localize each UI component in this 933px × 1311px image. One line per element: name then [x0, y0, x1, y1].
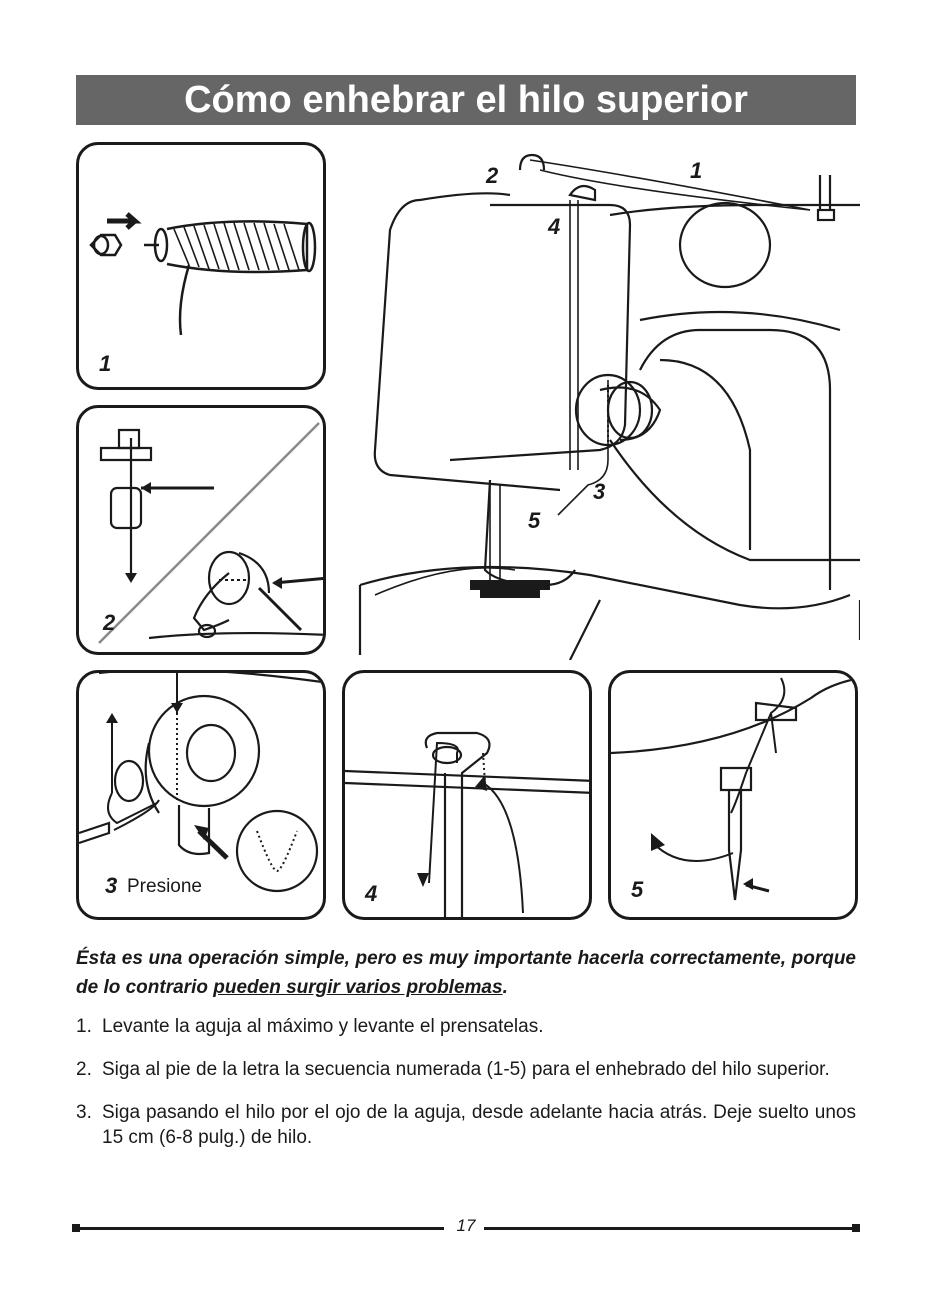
- panel-number: 2: [103, 610, 116, 635]
- step-number: 2.: [76, 1059, 92, 1080]
- panel-tension-disc: 3 Presione: [76, 670, 326, 920]
- list-item: 3. Siga pasando el hilo por el ojo de la…: [76, 1100, 856, 1150]
- page-number: 17: [456, 1216, 476, 1235]
- panel-number: 1: [99, 351, 112, 376]
- take-up-lever-illustration: [345, 731, 589, 917]
- machine-step-number: 3: [593, 479, 606, 504]
- step-text: Siga pasando el hilo por el ojo de la ag…: [102, 1102, 856, 1148]
- sewing-machine-illustration: [358, 153, 860, 660]
- panel-spool: 1: [76, 142, 326, 390]
- step-text: Levante la aguja al máximo y levante el …: [102, 1016, 544, 1037]
- tension-disc-illustration: [79, 673, 323, 893]
- machine-step-number: 5: [528, 508, 541, 533]
- machine-step-number: 2: [486, 163, 499, 188]
- list-item: 2. Siga al pie de la letra la secuencia …: [76, 1057, 856, 1082]
- footer-rule: [484, 1227, 854, 1230]
- intro-text: Ésta es una operación simple, pero es mu…: [76, 948, 856, 998]
- page-title: Cómo enhebrar el hilo superior: [76, 75, 856, 125]
- machine-step-number: 4: [548, 214, 561, 239]
- footer-rule: [78, 1227, 444, 1230]
- instruction-list: 1. Levante la aguja al máximo y levante …: [76, 1014, 856, 1168]
- intro-paragraph: Ésta es una operación simple, pero es mu…: [76, 944, 856, 1002]
- panel-number: 5: [631, 877, 644, 902]
- panel-needle: 5: [608, 670, 858, 920]
- list-item: 1. Levante la aguja al máximo y levante …: [76, 1014, 856, 1039]
- page-footer: 17: [72, 1216, 860, 1236]
- needle-illustration: [611, 677, 855, 901]
- intro-underlined: pueden surgir varios problemas: [213, 977, 503, 998]
- machine-step-number: 1: [690, 158, 703, 183]
- press-label: Presione: [127, 876, 202, 897]
- panel-number: 4: [365, 881, 378, 906]
- footer-dot: [72, 1224, 80, 1232]
- panel-take-up-lever: 4: [342, 670, 592, 920]
- panel-thread-guide: 2: [76, 405, 326, 655]
- footer-dot: [852, 1224, 860, 1232]
- spool-illustration: [89, 212, 317, 336]
- step-number: 1.: [76, 1016, 92, 1037]
- intro-end: .: [502, 977, 508, 998]
- step-number: 3.: [76, 1102, 92, 1123]
- panel-number: 3: [105, 873, 118, 898]
- thread-guide-illustration: [98, 422, 323, 644]
- step-text: Siga al pie de la letra la secuencia num…: [102, 1059, 830, 1080]
